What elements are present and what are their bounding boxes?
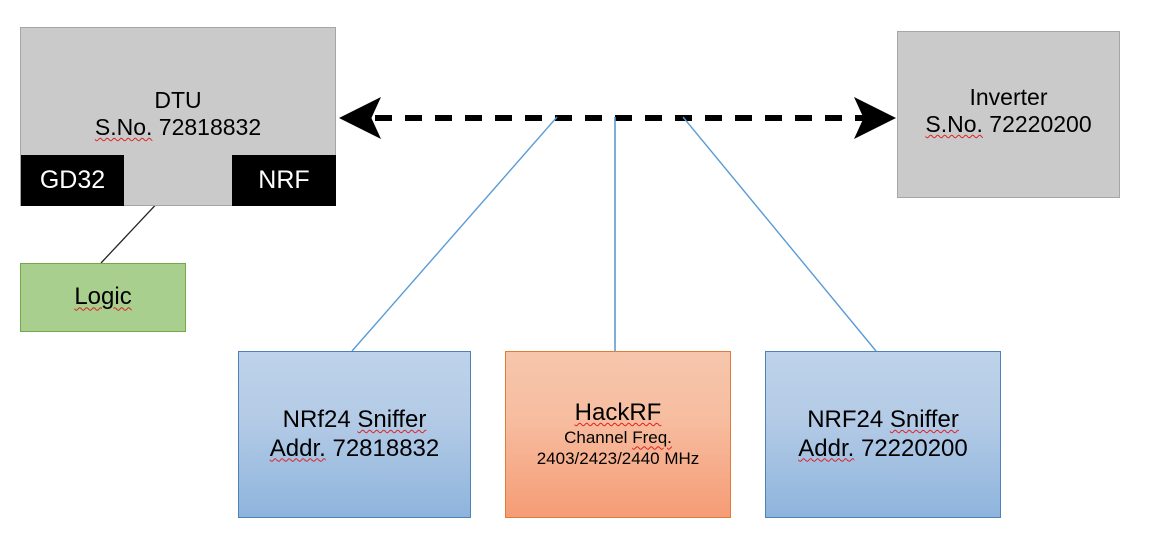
hackrf-channel-label-a: Channel [564,428,633,448]
sniffer-right-title-a: NRF24 [807,406,890,434]
sniffer-left-title-a: NRf24 [282,406,358,434]
dtu-title: DTU [154,87,202,113]
logic-analyzer-node[interactable]: Logic [20,263,186,332]
sniffer-left-addr: Addr. 72818832 [270,435,440,463]
gd32-chip[interactable]: GD32 [21,155,124,206]
dtu-serial-label: S.No. [94,114,153,141]
hackrf-channel-label-b: Freq. [632,428,672,448]
sniffer-right-addr: Addr. 72220200 [798,435,968,463]
inverter-serial-label: S.No. [925,111,983,138]
sniffer-left-addr-value: 72818832 [325,434,440,462]
sniffer-left-addr-label: Addr. [269,434,326,462]
hackrf-node[interactable]: HackRF Channel Freq. 2403/2423/2440 MHz [505,351,731,518]
sniffer-right-title: NRF24 Sniffer [807,406,959,434]
hackrf-channel-label: Channel Freq. [564,428,672,449]
inverter-node[interactable]: Inverter S.No. 72220200 [897,31,1120,198]
inverter-serial-value: 72220200 [982,111,1092,138]
dtu-serial: S.No. 72818832 [95,114,261,141]
sniffer-left-title: NRf24 Sniffer [283,406,427,434]
sniffer-right-node[interactable]: NRF24 Sniffer Addr. 72220200 [765,351,1001,518]
sniffer-right-addr-value: 72220200 [854,434,968,462]
hackrf-title-text: HackRF [574,399,662,427]
hackrf-frequencies: 2403/2423/2440 MHz [536,449,700,469]
logic-label: Logic [74,283,132,311]
inverter-title: Inverter [969,84,1048,110]
sniffer-right-title-b: Sniffer [889,406,959,434]
hackrf-title: HackRF [575,399,662,427]
sniffer-right-tap [682,116,877,352]
sniffer-left-node[interactable]: NRf24 Sniffer Addr. 72818832 [238,351,471,518]
dtu-serial-value: 72818832 [152,114,262,141]
inverter-serial: S.No. 72220200 [925,111,1091,138]
nrf-label: NRF [258,166,310,194]
sniffer-left-tap [351,116,558,352]
sniffer-left-title-b: Sniffer [357,406,427,434]
sniffer-right-addr-label: Addr. [798,434,855,462]
nrf-chip[interactable]: NRF [232,155,336,206]
gd32-label: GD32 [39,166,106,194]
